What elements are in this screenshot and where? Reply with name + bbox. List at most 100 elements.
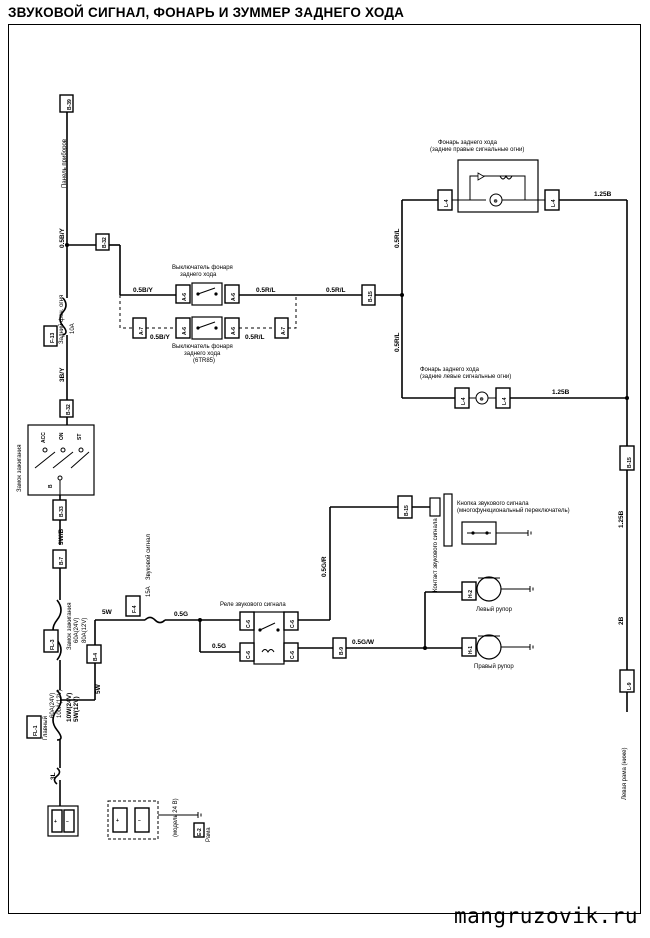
svg-text:+: + [54, 819, 57, 825]
svg-text:B-7: B-7 [59, 557, 65, 565]
svg-text:L-4: L-4 [444, 199, 450, 207]
svg-text:Панель приборов: Панель приборов [62, 139, 68, 188]
watermark: mangruzovik.ru [453, 904, 638, 928]
svg-text:H-1: H-1 [468, 646, 474, 654]
svg-text:Замок зажигания: Замок зажигания [17, 445, 23, 492]
svg-text:(модель 24 В): (модель 24 В) [173, 798, 179, 837]
svg-text:Замок зажигания: Замок зажигания [67, 603, 73, 650]
svg-text:0.5R/L: 0.5R/L [394, 332, 401, 352]
svg-text:5W(12V): 5W(12V) [73, 696, 80, 722]
ignition-switch: Замок зажигания ACC ON ST B [17, 424, 95, 496]
svg-text:C-6: C-6 [290, 651, 296, 659]
svg-text:B: B [48, 484, 54, 488]
svg-text:B-32: B-32 [66, 404, 72, 415]
reverse-fuse: F-13 10А Задний фон. огня 3B/Y B-32 [43, 295, 76, 418]
svg-text:10W(24V): 10W(24V) [66, 693, 73, 722]
svg-text:FL-3: FL-3 [50, 639, 56, 650]
svg-text:B-15: B-15 [404, 505, 410, 516]
svg-text:0.5B/Y: 0.5B/Y [133, 287, 154, 294]
svg-text:A-6: A-6 [231, 327, 237, 335]
svg-text:B-9: B-9 [339, 647, 345, 655]
horn-button: B-15 Кнопка звукового сигнала (многофунк… [397, 493, 570, 592]
svg-text:ACC: ACC [41, 432, 47, 443]
svg-text:(6TR85): (6TR85) [193, 358, 215, 364]
svg-text:Выключатель фонаря: Выключатель фонаря [172, 344, 233, 350]
svg-text:0.5G: 0.5G [212, 643, 226, 650]
svg-text:A-7: A-7 [281, 327, 287, 335]
svg-text:2B: 2B [618, 616, 625, 625]
svg-text:+: + [116, 818, 119, 824]
svg-text:−: − [138, 818, 141, 824]
svg-text:B-39: B-39 [67, 99, 73, 110]
svg-text:A-7: A-7 [139, 327, 145, 335]
svg-text:0.5G: 0.5G [174, 611, 188, 618]
svg-text:Фонарь заднего хода: Фонарь заднего хода [438, 140, 498, 146]
svg-text:Звуковой сигнал: Звуковой сигнал [145, 534, 152, 580]
svg-text:заднего хода: заднего хода [180, 272, 217, 278]
svg-text:FL-1: FL-1 [33, 725, 39, 736]
svg-text:1.25B: 1.25B [552, 389, 570, 396]
main-supply-chain: B-33 3W/B B-7 Замок зажигания 60A(24V) 8… [26, 499, 113, 780]
svg-text:L-9: L-9 [627, 682, 633, 690]
svg-text:A-6: A-6 [182, 327, 188, 335]
svg-text:(задние правые сигнальные огни: (задние правые сигнальные огни) [430, 147, 524, 153]
svg-text:B-33: B-33 [59, 506, 65, 517]
svg-text:F-13: F-13 [50, 333, 56, 344]
svg-text:0.5B/Y: 0.5B/Y [150, 334, 171, 341]
svg-text:H-2: H-2 [468, 590, 474, 598]
svg-text:A-6: A-6 [182, 293, 188, 301]
svg-text:C-6: C-6 [246, 651, 252, 659]
svg-text:Левый рупор: Левый рупор [476, 606, 513, 613]
svg-text:Правый рупор: Правый рупор [474, 663, 514, 670]
svg-text:−: − [66, 819, 69, 825]
svg-text:100A(12V): 100A(12V) [57, 689, 63, 718]
svg-text:Реле звукового сигнала: Реле звукового сигнала [220, 602, 286, 608]
horn-relay: Реле звукового сигнала C-6 C-6 C-6 C-6 0… [220, 506, 462, 665]
svg-text:L-4: L-4 [551, 199, 557, 207]
svg-text:0.5G/W: 0.5G/W [352, 639, 375, 646]
svg-text:L-4: L-4 [461, 397, 467, 405]
svg-text:(задние левые сигнальные огни): (задние левые сигнальные огни) [420, 374, 511, 380]
svg-text:1.25B: 1.25B [594, 191, 612, 198]
svg-text:A-6: A-6 [231, 293, 237, 301]
diagram-title: ЗВУКОВОЙ СИГНАЛ, ФОНАРЬ И ЗУММЕР ЗАДНЕГО… [8, 5, 405, 20]
svg-text:(многофункциональный переключа: (многофункциональный переключатель) [457, 507, 570, 514]
svg-text:3W/B: 3W/B [58, 528, 65, 545]
svg-text:⊗: ⊗ [480, 397, 484, 403]
svg-text:10А: 10А [70, 323, 76, 334]
instrument-panel-connector: B-39 Панель приборов [59, 94, 74, 188]
svg-text:0.5R/L: 0.5R/L [245, 334, 265, 341]
svg-text:B-15: B-15 [627, 457, 633, 468]
svg-text:B-4: B-4 [93, 653, 99, 661]
reverse-switch-circuit: 0.5B/Y B-32 0.5B/Y A-6 A-6 Выключатель ф… [59, 227, 362, 364]
svg-text:Задний фон. огня: Задний фон. огня [58, 295, 65, 344]
svg-text:F-4: F-4 [132, 605, 138, 613]
svg-text:B-32: B-32 [102, 237, 108, 248]
svg-text:Фонарь заднего хода: Фонарь заднего хода [420, 367, 480, 373]
svg-text:0.5R/L: 0.5R/L [256, 287, 276, 294]
svg-text:заднего хода: заднего хода [184, 351, 221, 357]
svg-text:C-6: C-6 [246, 620, 252, 628]
svg-text:3L: 3L [50, 772, 57, 780]
svg-text:15A: 15A [146, 586, 152, 597]
svg-text:ON: ON [59, 432, 65, 440]
svg-text:5W: 5W [95, 683, 102, 694]
svg-text:3B/Y: 3B/Y [59, 367, 66, 382]
svg-text:1.25B: 1.25B [618, 510, 625, 528]
svg-text:Главный: Главный [42, 716, 49, 740]
svg-text:ST: ST [77, 434, 83, 440]
svg-text:0.5B/Y: 0.5B/Y [59, 227, 66, 248]
svg-text:80A(12V): 80A(12V) [82, 618, 88, 643]
svg-text:L-4: L-4 [502, 397, 508, 405]
svg-text:⊗: ⊗ [494, 199, 498, 205]
left-horn: H-2 Левый рупор [461, 576, 534, 613]
horn-fuse: F-4 15A Звуковой сигнал 0.5G 0.5G [125, 534, 226, 650]
svg-text:B-15: B-15 [368, 291, 374, 302]
svg-text:E-2: E-2 [197, 828, 203, 836]
svg-text:Левая рама (ниже): Левая рама (ниже) [622, 748, 628, 800]
svg-text:C-6: C-6 [290, 620, 296, 628]
svg-text:5W: 5W [102, 609, 113, 616]
battery-block: + − + − (модель 24 В) E-2 Рама [47, 798, 212, 842]
svg-text:60A(24V): 60A(24V) [50, 693, 56, 718]
